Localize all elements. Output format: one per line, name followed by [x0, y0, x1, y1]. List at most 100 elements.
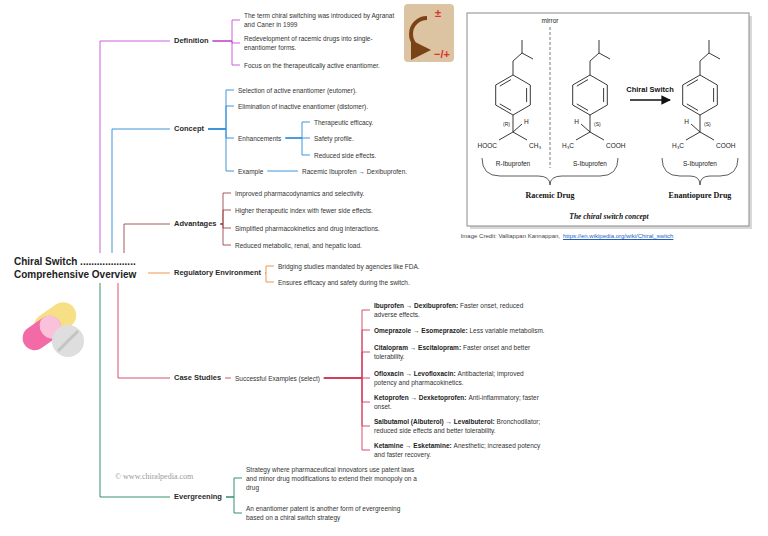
label-anchor: Chiral Switch — [626, 85, 674, 94]
case-study: Citalopram → Escitalopram:Faster onset a… — [372, 342, 550, 362]
label-anchor: Image Credit: Valliappan Kannappan, — [461, 233, 560, 239]
label-anchor: −/+ — [434, 48, 450, 60]
label-anchor: COOH — [716, 142, 736, 149]
label-anchor: R-Ibuprofen — [496, 160, 530, 167]
s-ibuprofen-molecule — [683, 40, 720, 140]
topic-text: Case Studies — [174, 373, 221, 382]
molecule-name: S-Ibuprofen — [683, 160, 717, 167]
branch-connector — [285, 122, 310, 138]
s-ibuprofen-molecule — [573, 40, 610, 140]
r-ibuprofen-molecule — [496, 40, 533, 140]
leaf-topic: Ensures efficacy and safety during the s… — [276, 277, 476, 288]
leaf-topic: Reduced side effects. — [312, 150, 378, 161]
branch-connector — [221, 210, 231, 224]
topic-text: Selection of active enantiomer (eutomer)… — [238, 87, 357, 94]
topic-text: Advantages — [174, 219, 217, 228]
bond — [581, 124, 590, 132]
label-anchor: S-Ibuprofen — [683, 160, 717, 167]
branch-connector — [265, 266, 274, 273]
branch-connector — [118, 283, 170, 378]
branch-connector — [267, 171, 298, 172]
atom-label: H — [574, 118, 579, 125]
leaf-topic: Bridging studies mandated by agencies li… — [276, 261, 476, 272]
label-anchor: H — [574, 118, 579, 125]
source-link: https://en.wikipedia.org/wiki/Chiral_swi… — [563, 233, 673, 239]
leaf-topic: An enantiomer patent is another form of … — [244, 503, 419, 523]
topic-text: Ensures efficacy and safety during the s… — [278, 279, 410, 286]
branch-topic: Case Studies — [172, 372, 223, 384]
branch-connector — [324, 352, 370, 378]
topic-text: Less variable metabolism. — [470, 327, 545, 334]
branch-connector — [324, 378, 370, 402]
case-study: Ketamine → Esketamine:Anesthetic; increa… — [372, 440, 550, 460]
bond — [691, 124, 700, 132]
label-anchor: H₃C — [562, 142, 574, 149]
group-label: Enantiopure Drug — [669, 191, 732, 200]
leaf-topic: Elimination of inactive enantiomer (dist… — [236, 101, 406, 112]
case-study: Ofloxacin → Levofloxacin:Antibacterial; … — [372, 368, 550, 388]
leaf-topic: Racemic Ibuprofen → Dexibuprofen. — [300, 166, 409, 177]
branch-connector — [226, 478, 242, 497]
case-study: Ibuprofen → Dexibuprofen:Faster onset, r… — [372, 300, 550, 320]
label-anchor: S-Ibuprofen — [573, 160, 607, 167]
tablet-icon — [52, 325, 84, 357]
branch-connector — [100, 41, 170, 253]
case-study: Salbutamol (Albuterol) → Levalbuterol:Br… — [372, 416, 550, 436]
label-anchor: (S) — [704, 121, 711, 127]
leaf-topic: Strategy where pharmaceutical innovators… — [244, 464, 419, 493]
branch-connector — [208, 129, 234, 138]
label-anchor: © www.chiralpedia.com — [115, 472, 193, 481]
case-study: Ketoprofen → Dexketoprofen:Anti-inflamma… — [372, 392, 550, 412]
case-study: Omeprazole → Esomeprazole:Less variable … — [372, 325, 550, 336]
topic-text: Definition — [174, 36, 209, 45]
branch-connector — [208, 106, 234, 129]
topic-text: Simplified pharmacokinetics and drug int… — [235, 225, 380, 232]
topic-text: Ibuprofen → Dexibuprofen: — [374, 302, 458, 309]
branch-connector — [324, 378, 370, 426]
topic-text: Racemic Ibuprofen → Dexibuprofen. — [302, 168, 407, 175]
branch-connector — [100, 283, 170, 497]
arrow-label: Chiral Switch — [626, 85, 674, 94]
branch-connector — [225, 378, 231, 379]
leaf-topic: Therapeutic efficacy. — [312, 117, 375, 128]
label-anchor: HOOC — [478, 142, 498, 149]
leaf-topic: Selection of active enantiomer (eutomer)… — [236, 85, 406, 96]
branch-connector — [208, 129, 234, 171]
stereo-label: (S) — [704, 121, 711, 127]
label-anchor: Enantiopure Drug — [669, 191, 732, 200]
watermark: © www.chiralpedia.com — [115, 472, 193, 481]
group-label: Racemic Drug — [525, 191, 574, 200]
topic-text: Elimination of inactive enantiomer (dist… — [238, 103, 368, 110]
topic-text: Ofloxacin → Levofloxacin: — [374, 370, 456, 377]
topic-text: Ketamine → Esketamine: — [374, 442, 452, 449]
topic-text: Improved pharmacodynamics and selectivit… — [235, 190, 364, 197]
molecule-name: S-Ibuprofen — [573, 160, 607, 167]
tablet-score — [58, 331, 78, 351]
topic-text: An enantiomer patent is another form of … — [246, 505, 400, 521]
leaf-topic: The term chiral switching was introduced… — [242, 10, 400, 30]
topic-text: Redevelopment of racemic drugs into sing… — [244, 35, 373, 51]
topic-text: Reduced metabolic, renal, and hepatic lo… — [235, 242, 362, 249]
topic-text: Therapeutic efficacy. — [314, 119, 373, 126]
label-anchor: https://en.wikipedia.org/wiki/Chiral_swi… — [563, 233, 673, 239]
branch-connector — [221, 224, 231, 245]
topic-text: Focus on the therapeutically active enan… — [244, 62, 380, 69]
topic-text: Bridging studies mandated by agencies li… — [278, 263, 420, 270]
atom-label: CH₃ — [529, 142, 541, 149]
branch-topic: Definition — [172, 35, 211, 47]
leaf-topic: Focus on the therapeutically active enan… — [242, 60, 400, 71]
atom-label: COOH — [716, 142, 736, 149]
branch-topic: Concept — [172, 123, 206, 135]
label-anchor: H — [684, 118, 689, 125]
stereo-label: (S) — [594, 121, 601, 127]
sign-symbol: −/+ — [434, 48, 450, 60]
branch-topic: Evergreening — [172, 491, 224, 503]
molecule-name: R-Ibuprofen — [496, 160, 530, 167]
mirror-line — [550, 27, 551, 168]
label-anchor: COOH — [606, 142, 626, 149]
label-anchor: Racemic Drug — [525, 191, 574, 200]
topic-text: Regulatory Environment — [174, 268, 261, 277]
image-credit: Image Credit: Valliappan Kannappan, — [461, 233, 560, 239]
topic-text: Evergreening — [174, 492, 222, 501]
